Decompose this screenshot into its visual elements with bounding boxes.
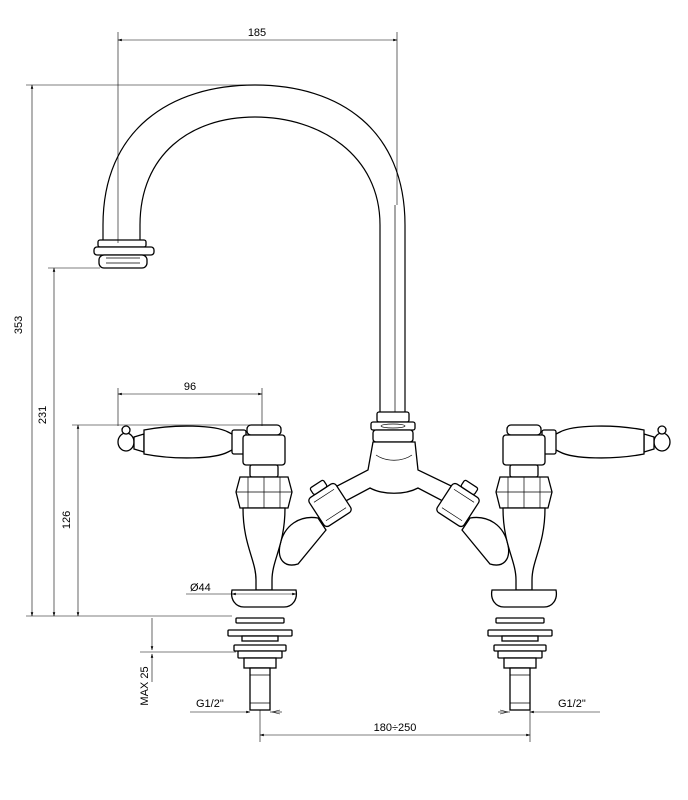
- dim-thread-right-label: G1/2": [558, 698, 586, 710]
- dim-max-deck-label: MAX 25: [139, 666, 151, 705]
- dim-centres-label: 180÷250: [374, 722, 417, 734]
- spout-collar: [370, 411, 416, 443]
- right-valve: [490, 424, 671, 608]
- dim-thread-left-label: G1/2": [196, 698, 224, 710]
- dim-thread-right: G1/2": [498, 698, 600, 715]
- dim-total-height: 353: [13, 84, 255, 617]
- dim-spout-reach-label: 185: [248, 27, 266, 39]
- left-handle: [117, 425, 247, 459]
- dim-base-diameter: Ø44: [186, 582, 297, 596]
- left-valve: [117, 424, 298, 608]
- dim-handle-height: 126: [61, 424, 260, 617]
- spout: [93, 84, 406, 412]
- right-handle: [541, 425, 671, 459]
- dim-spout-height-label: 231: [37, 406, 49, 424]
- right-fixing: [487, 617, 553, 711]
- dim-spout-height: 231: [37, 267, 100, 617]
- dim-base-diameter-label: Ø44: [190, 582, 211, 594]
- left-fixing: [227, 617, 293, 711]
- dim-max-deck: MAX 25: [139, 618, 236, 706]
- dim-spout-reach: 185: [117, 27, 398, 243]
- dim-thread-left: G1/2": [190, 698, 282, 715]
- dim-total-height-label: 353: [13, 316, 25, 334]
- dim-handle-span-label: 96: [184, 381, 196, 393]
- dim-centres: 180÷250: [259, 710, 531, 742]
- dim-handle-span: 96: [117, 381, 263, 426]
- dim-handle-height-label: 126: [61, 511, 73, 529]
- bridge-body: [278, 441, 510, 566]
